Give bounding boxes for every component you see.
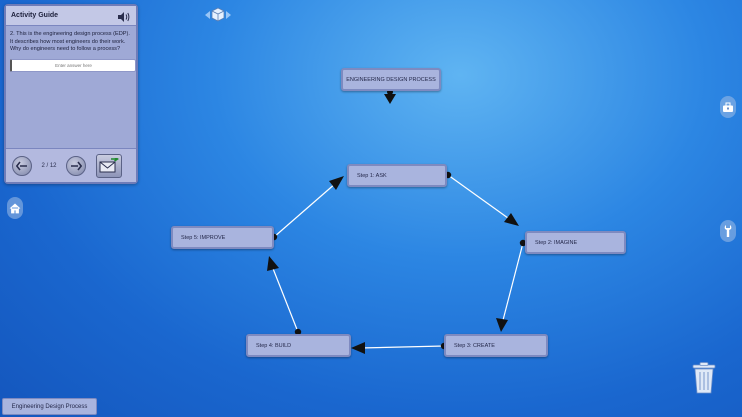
trash-button[interactable] <box>690 362 718 394</box>
question-text: 2. This is the engineering design proces… <box>10 31 130 52</box>
wrench-button[interactable] <box>720 220 736 242</box>
arrow-right-icon <box>71 161 82 170</box>
activity-name-tab[interactable]: Engineering Design Process <box>2 398 97 415</box>
toolbox-icon <box>723 102 733 112</box>
next-button[interactable] <box>66 155 86 176</box>
step-node-create[interactable]: Step 3: CREATE <box>444 334 548 357</box>
arrow-build-to-improve <box>271 265 299 333</box>
toolbox-button[interactable] <box>720 96 736 118</box>
activity-guide-title: Activity Guide <box>11 12 59 19</box>
arrow-head-build <box>351 342 365 354</box>
activity-guide-header: Activity Guide <box>6 6 136 26</box>
step-node-imagine[interactable]: Step 2: IMAGINE <box>525 231 626 254</box>
arrow-head-imagine <box>504 213 519 226</box>
title-arrow-head <box>384 94 396 104</box>
page-indicator: 2 / 12 <box>41 162 57 169</box>
mail-send-icon <box>99 157 119 172</box>
arrow-head-create <box>496 318 508 332</box>
arrow-left-icon <box>16 161 27 170</box>
activity-guide-body: 2. This is the engineering design proces… <box>6 26 136 151</box>
submit-button[interactable] <box>96 153 122 178</box>
answer-input[interactable] <box>10 58 136 72</box>
home-icon <box>9 202 21 213</box>
activity-guide-footer: 2 / 12 <box>6 148 136 182</box>
diagram-title-node[interactable]: ENGINEERING DESIGN PROCESS <box>341 68 441 91</box>
wrench-icon <box>724 225 732 237</box>
arrow-improve-to-ask <box>273 182 337 238</box>
step-node-improve[interactable]: Step 5: IMPROVE <box>171 226 274 249</box>
arrow-head-improve <box>267 256 279 271</box>
arrow-imagine-to-create <box>501 242 524 325</box>
speaker-icon[interactable] <box>117 10 131 22</box>
prev-button[interactable] <box>12 155 32 176</box>
arrow-head-ask <box>329 176 344 190</box>
activity-guide-panel: Activity Guide 2. This is the engineerin… <box>4 4 138 184</box>
trash-icon <box>692 362 716 394</box>
step-node-build[interactable]: Step 4: BUILD <box>246 334 351 357</box>
step-node-ask[interactable]: Step 1: ASK <box>347 164 447 187</box>
home-button[interactable] <box>7 197 23 219</box>
arrow-create-to-build <box>359 345 445 349</box>
arrow-ask-to-imagine <box>447 174 516 224</box>
cube-icon[interactable] <box>203 5 233 25</box>
